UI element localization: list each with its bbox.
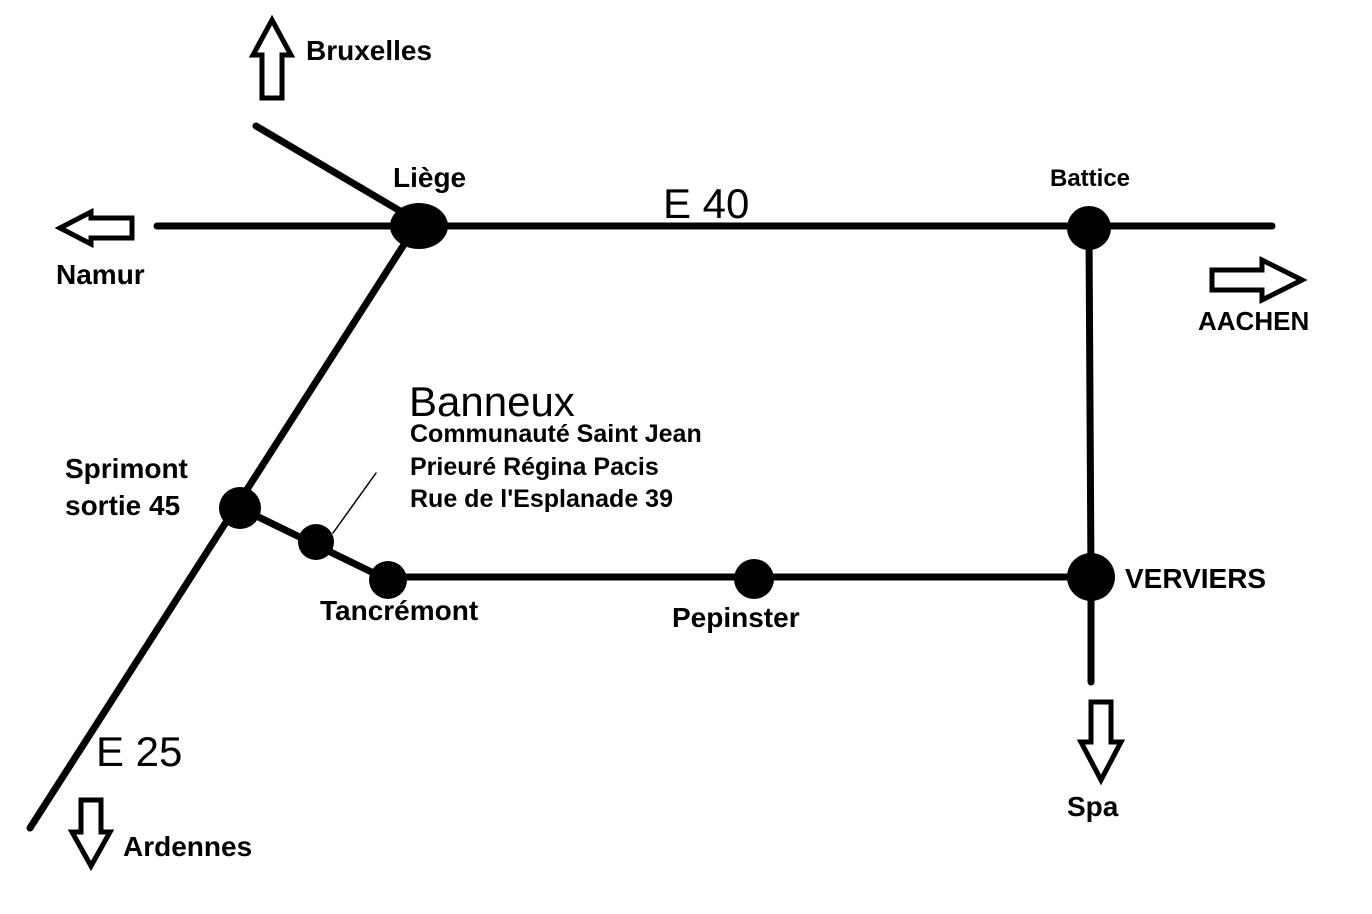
arrow-left-icon xyxy=(54,207,135,249)
road-battice-verviers xyxy=(1085,228,1095,582)
label-aachen: AACHEN xyxy=(1198,306,1309,336)
label-namur: Namur xyxy=(56,259,145,290)
label-e40: E 40 xyxy=(663,180,749,227)
label-sprimont: Sprimont xyxy=(65,453,188,484)
arrow-down-icon xyxy=(67,797,115,872)
label-banneux-line1: Communauté Saint Jean xyxy=(410,420,702,448)
label-verviers: VERVIERS xyxy=(1125,563,1266,594)
road-e25 xyxy=(26,228,416,832)
junction-sprimont xyxy=(219,487,261,529)
junction-tancremont xyxy=(369,561,407,599)
label-liege: Liège xyxy=(393,162,466,193)
junction-verviers xyxy=(1067,553,1115,601)
junction-battice xyxy=(1067,206,1111,250)
label-sprimont-exit: sortie 45 xyxy=(65,490,180,521)
label-banneux: Banneux xyxy=(409,378,575,425)
arrow-right-icon xyxy=(1209,255,1308,305)
label-pepinster: Pepinster xyxy=(672,602,800,633)
junction-pepinster xyxy=(734,559,774,599)
arrow-up-icon xyxy=(248,14,296,101)
label-battice: Battice xyxy=(1050,165,1130,192)
label-tancremont: Tancrémont xyxy=(320,595,478,626)
label-spa: Spa xyxy=(1067,791,1119,822)
junction-liege xyxy=(390,203,448,249)
label-ardennes: Ardennes xyxy=(123,831,252,862)
label-bruxelles: Bruxelles xyxy=(306,35,432,66)
junction-banneux xyxy=(298,524,334,560)
pointer-banneux xyxy=(332,472,377,534)
label-banneux-line3: Rue de l'Esplanade 39 xyxy=(410,485,673,513)
road-bruxelles-liege xyxy=(252,122,416,222)
label-banneux-line2: Prieuré Régina Pacis xyxy=(410,453,659,481)
arrow-down-icon xyxy=(1076,699,1126,786)
label-e25: E 25 xyxy=(96,728,182,775)
